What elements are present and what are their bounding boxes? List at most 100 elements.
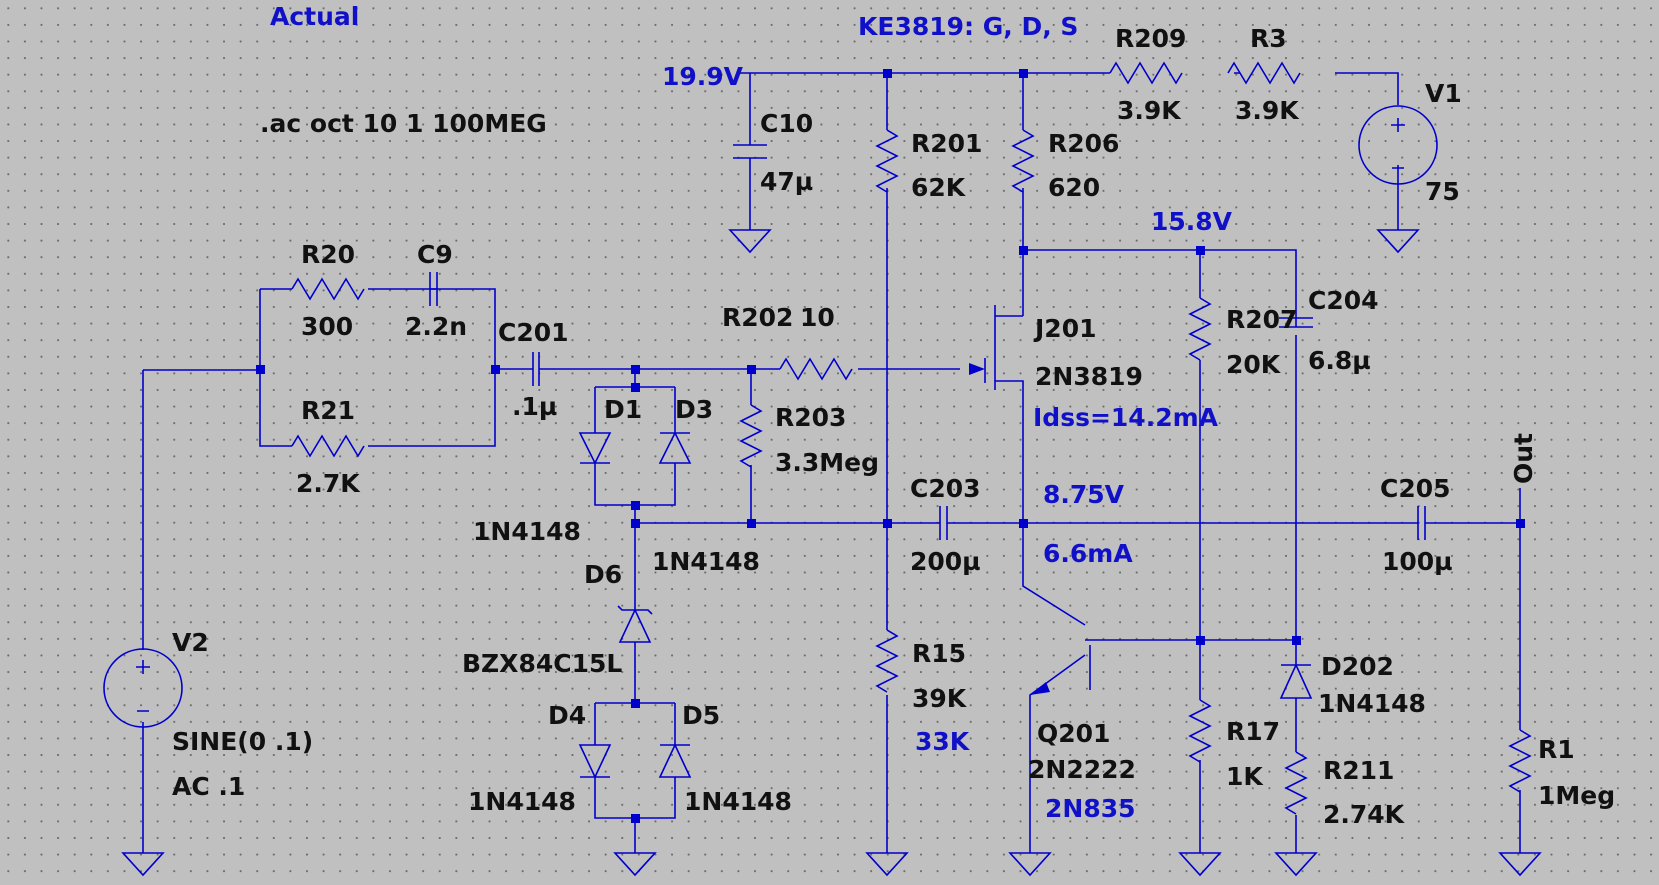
r20-value: 300 bbox=[301, 312, 353, 341]
r21-symbol bbox=[291, 434, 365, 458]
c201-value: .1µ bbox=[512, 392, 557, 421]
c204-symbol bbox=[1279, 317, 1313, 328]
r15-symbol bbox=[875, 629, 899, 693]
r206-symbol bbox=[1011, 129, 1035, 193]
d5-symbol bbox=[658, 743, 692, 778]
d3-symbol bbox=[658, 431, 692, 464]
sources bbox=[103, 105, 1438, 728]
j201-name: J201 bbox=[1033, 314, 1097, 343]
r3-value: 3.9K bbox=[1235, 96, 1300, 125]
d4-name: D4 bbox=[548, 701, 586, 730]
c203-name: C203 bbox=[910, 474, 981, 503]
c203-value: 200µ bbox=[910, 547, 981, 576]
r1-name: R1 bbox=[1538, 735, 1575, 764]
j201-value: 2N3819 bbox=[1035, 362, 1143, 391]
c204-name: C204 bbox=[1308, 286, 1379, 315]
r203-value: 3.3Meg bbox=[775, 448, 879, 477]
v2-name: V2 bbox=[172, 628, 209, 657]
c10-name: C10 bbox=[760, 109, 813, 138]
labels: Actual .ac oct 10 1 100MEG KE3819: G, D,… bbox=[172, 2, 1615, 829]
r203-name: R203 bbox=[775, 403, 846, 432]
r203-symbol bbox=[739, 404, 763, 468]
c203-symbol bbox=[939, 506, 948, 540]
d4-symbol bbox=[578, 744, 612, 779]
title-label: Actual bbox=[270, 2, 359, 31]
supply-voltage-label: 19.9V bbox=[662, 62, 744, 91]
c10-value: 47µ bbox=[760, 167, 813, 196]
r17-value: 1K bbox=[1226, 762, 1264, 791]
v2-symbol bbox=[103, 648, 183, 728]
r201-name: R201 bbox=[911, 129, 982, 158]
r20-symbol bbox=[291, 277, 365, 301]
r15-name: R15 bbox=[912, 639, 966, 668]
r211-symbol bbox=[1284, 751, 1308, 815]
r3-name: R3 bbox=[1250, 24, 1287, 53]
c205-name: C205 bbox=[1380, 474, 1451, 503]
diodes bbox=[578, 431, 1313, 779]
d4-value: 1N4148 bbox=[468, 787, 576, 816]
r202-name: R202 bbox=[722, 303, 793, 332]
v1-symbol bbox=[1358, 105, 1438, 185]
d1-name: D1 bbox=[604, 395, 642, 424]
d5-value: 1N4148 bbox=[684, 787, 792, 816]
r209-name: R209 bbox=[1115, 24, 1186, 53]
v1-value: 75 bbox=[1425, 177, 1460, 206]
c204-value: 6.8µ bbox=[1308, 346, 1371, 375]
r1-value: 1Meg bbox=[1538, 781, 1615, 810]
d202-value: 1N4148 bbox=[1318, 689, 1426, 718]
c9-name: C9 bbox=[417, 240, 453, 269]
d3-name: D3 bbox=[675, 395, 713, 424]
d6-symbol bbox=[617, 605, 653, 643]
c9-value: 2.2n bbox=[405, 312, 467, 341]
d1-value: 1N4148 bbox=[473, 517, 581, 546]
c205-value: 100µ bbox=[1382, 547, 1453, 576]
c201-name: C201 bbox=[498, 318, 569, 347]
d202-name: D202 bbox=[1321, 652, 1394, 681]
current-label: 6.6mA bbox=[1043, 539, 1133, 568]
wires bbox=[142, 72, 1521, 853]
jfet-note-label: KE3819: G, D, S bbox=[858, 12, 1078, 41]
c10-symbol bbox=[733, 144, 767, 159]
r202-symbol bbox=[779, 357, 853, 381]
jfet-gate-arrow bbox=[969, 363, 985, 375]
source-voltage-label: 8.75V bbox=[1043, 480, 1125, 509]
q201-alt: 2N835 bbox=[1045, 794, 1136, 823]
d5-name: D5 bbox=[682, 701, 720, 730]
d1-symbol bbox=[578, 432, 612, 465]
r202-value: 10 bbox=[800, 303, 835, 332]
r15-alt: 33K bbox=[915, 727, 971, 756]
r209-value: 3.9K bbox=[1117, 96, 1182, 125]
r17-symbol bbox=[1188, 699, 1212, 763]
d3-value: 1N4148 bbox=[652, 547, 760, 576]
drain-voltage-label: 15.8V bbox=[1151, 207, 1233, 236]
r201-symbol bbox=[875, 129, 899, 193]
c205-symbol bbox=[1417, 506, 1426, 540]
bjt-emitter-arrow bbox=[1030, 682, 1050, 695]
r209-symbol bbox=[1109, 61, 1183, 85]
grounds bbox=[121, 228, 1542, 877]
idss-label: Idss=14.2mA bbox=[1033, 403, 1219, 432]
r21-value: 2.7K bbox=[296, 469, 361, 498]
c201-symbol bbox=[532, 352, 540, 386]
c9-symbol bbox=[412, 272, 438, 306]
junctions bbox=[256, 69, 1525, 823]
capacitors bbox=[412, 144, 1426, 540]
v2-ac: AC .1 bbox=[172, 772, 245, 801]
r201-value: 62K bbox=[911, 173, 967, 202]
r207-name: R207 bbox=[1226, 305, 1297, 334]
q201-name: Q201 bbox=[1037, 719, 1110, 748]
r1-symbol bbox=[1508, 729, 1532, 793]
d202-symbol bbox=[1279, 663, 1313, 699]
r17-name: R17 bbox=[1226, 717, 1280, 746]
r207-symbol bbox=[1188, 297, 1212, 361]
directive-label: .ac oct 10 1 100MEG bbox=[260, 109, 547, 138]
r206-value: 620 bbox=[1048, 173, 1100, 202]
v2-value: SINE(0 .1) bbox=[172, 727, 313, 756]
r20-name: R20 bbox=[301, 240, 355, 269]
d6-name: D6 bbox=[584, 560, 622, 589]
q201-value: 2N2222 bbox=[1028, 755, 1136, 784]
out-label: Out bbox=[1509, 433, 1538, 484]
r15-value: 39K bbox=[912, 684, 968, 713]
r21-name: R21 bbox=[301, 396, 355, 425]
